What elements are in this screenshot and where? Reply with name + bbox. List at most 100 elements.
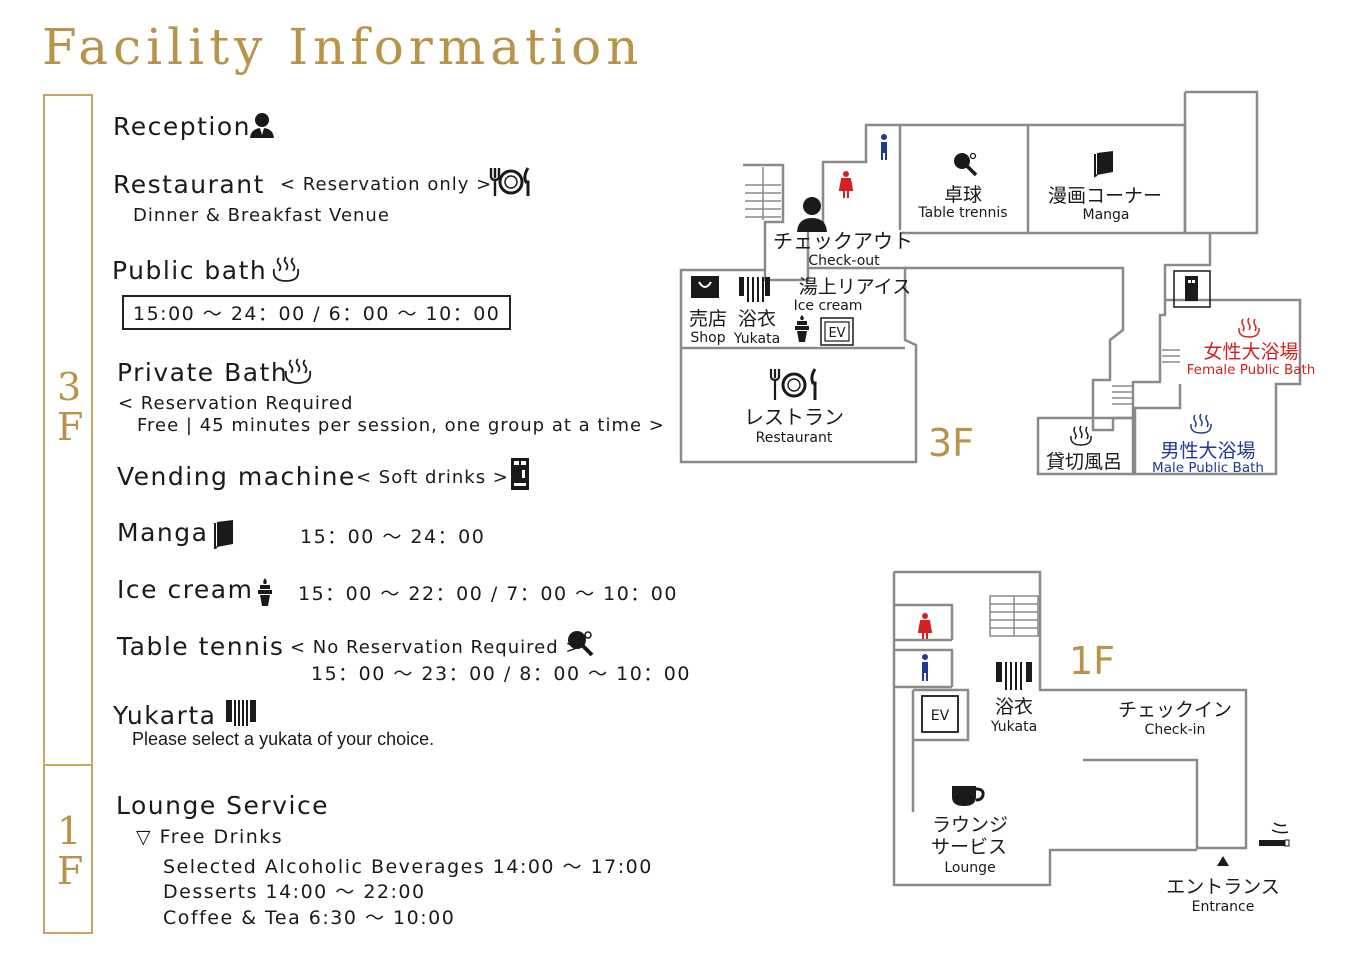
table-tennis-hours: 15：00 ～ 23：00 / 8：00 ～ 10：00 xyxy=(311,663,691,685)
map-1f-walls xyxy=(892,570,1248,887)
manga-hours: 15：00 ～ 24：00 xyxy=(300,526,486,548)
ice-cream-hours: 15：00 ～ 22：00 / 7：00 ～ 10：00 xyxy=(298,583,678,605)
male-bath-jp: 男性大浴場 xyxy=(1160,440,1255,462)
ice-cream-en: Ice cream xyxy=(794,298,863,314)
restaurant-icon xyxy=(489,167,530,196)
map-1f-ev-block xyxy=(911,688,970,812)
shop-en: Shop xyxy=(690,330,725,346)
table-tennis-jp: 卓球 xyxy=(944,184,982,206)
female-bath-jp: 女性大浴場 xyxy=(1203,341,1298,363)
entrance-jp: エントランス xyxy=(1166,876,1280,898)
lounge-line-2: Desserts 14:00 ～ 22:00 xyxy=(163,881,426,903)
map-1f-stairs xyxy=(989,595,1039,637)
ice-cream-jp: 湯上リアイス xyxy=(799,276,911,298)
soft-serve-icon xyxy=(795,315,809,342)
soft-serve-icon xyxy=(258,578,272,606)
table-tennis-en: Table trennis xyxy=(917,205,1007,221)
private-bath-note2: Free | 45 minutes per session, one group… xyxy=(137,415,665,436)
floor-map-1f: EV 浴衣 Yukata 1F チェックイン Check-in ラウンジ サービ… xyxy=(892,570,1290,915)
ice-cream-heading: Ice cream xyxy=(117,575,254,604)
table-tennis-note: < No Reservation Required > xyxy=(290,637,582,658)
vending-machine-icon xyxy=(1173,270,1211,308)
checkin-en: Check-in xyxy=(1145,722,1206,738)
elevator-label: EV xyxy=(828,326,845,341)
floor-3f-bracket xyxy=(43,94,93,766)
entrance-arrow-icon xyxy=(1217,856,1229,866)
ping-pong-icon xyxy=(568,631,594,657)
hot-spring-icon xyxy=(284,358,312,384)
yukata-1f-jp: 浴衣 xyxy=(995,696,1033,718)
vending-note: < Soft drinks > xyxy=(356,467,509,488)
map-1f-restrooms xyxy=(894,603,954,689)
yukata-1f-en: Yukata xyxy=(990,719,1037,735)
table-tennis-heading: Table tennis xyxy=(117,632,285,661)
vending-machine-icon xyxy=(511,458,529,490)
entrance-en: Entrance xyxy=(1192,899,1255,915)
restaurant-note: < Reservation only > xyxy=(280,174,493,195)
hot-spring-icon xyxy=(272,256,300,282)
female-bath-en: Female Public Bath xyxy=(1187,362,1316,378)
vending-heading: Vending machine xyxy=(117,462,356,491)
floor-1f-label: 1F xyxy=(45,809,91,893)
private-bath-heading: Private Bath xyxy=(117,358,289,387)
floor-3f-label: 3F xyxy=(45,365,91,449)
lounge-line-1: Selected Alcoholic Beverages 14:00 ～ 17:… xyxy=(163,856,653,878)
map-3f-table-tennis-room xyxy=(900,123,1030,235)
lounge-jp-1: ラウンジ xyxy=(932,814,1008,836)
checkout-en: Check-out xyxy=(808,253,880,269)
private-bath-note1: < Reservation Required xyxy=(118,393,354,414)
restaurant-heading: Restaurant xyxy=(113,170,265,199)
public-bath-hours: 15:00 ～ 24：00 / 6：00 ～ 10：00 xyxy=(122,295,512,330)
smoking-icon xyxy=(1259,822,1290,847)
book-icon xyxy=(214,520,233,549)
map-3f-tower xyxy=(1183,90,1259,235)
yukata-heading: Yukarta xyxy=(113,701,217,730)
lounge-jp-2: サービス xyxy=(931,836,1007,858)
map-3f-private-bath-room xyxy=(1036,416,1135,476)
restaurant-jp: レストラン xyxy=(744,405,844,429)
map-1f-outer-wall xyxy=(894,570,1248,850)
restaurant-en: Restaurant xyxy=(756,430,833,446)
yukata-en: Yukata xyxy=(733,331,780,347)
yukata-icon xyxy=(996,662,1032,690)
ping-pong-icon xyxy=(954,152,978,177)
female-restroom-icon xyxy=(917,613,933,639)
reception-heading: Reception xyxy=(113,112,252,141)
private-bath-jp: 貸切風呂 xyxy=(1046,451,1122,473)
male-restroom-icon xyxy=(881,134,887,160)
book-icon xyxy=(1094,151,1113,178)
hot-spring-icon xyxy=(1190,413,1212,434)
manga-jp: 漫画コーナー xyxy=(1048,185,1162,207)
coffee-cup-icon xyxy=(952,786,985,806)
shopping-bag-icon xyxy=(691,276,719,298)
floor-map-3f: チェックアウト Check-out 卓球 Table trennis 漫画コーナ… xyxy=(679,90,1316,476)
floor-3f-text: 3F xyxy=(57,365,84,449)
map-3f-bath-corridor xyxy=(905,233,1212,432)
restaurant-sub: Dinner & Breakfast Venue xyxy=(133,205,390,226)
lounge-heading: Lounge Service xyxy=(116,791,330,820)
map-3f-stairs xyxy=(745,167,1180,405)
elevator-icon: EV xyxy=(820,317,854,346)
floor-3f-map-label: 3F xyxy=(928,421,974,465)
male-bath-en: Male Public Bath xyxy=(1152,460,1264,476)
yukata-jp: 浴衣 xyxy=(738,308,776,330)
elevator-label-1f: EV xyxy=(931,708,950,724)
page-title: Facility Information xyxy=(42,18,644,76)
public-bath-heading: Public bath xyxy=(112,256,268,285)
floor-1f-map-label: 1F xyxy=(1069,639,1115,683)
yukata-icon xyxy=(226,700,256,726)
shop-jp: 売店 xyxy=(689,308,727,330)
checkin-jp: チェックイン xyxy=(1118,699,1232,721)
hot-spring-icon xyxy=(1238,317,1260,338)
floor-1f-bracket xyxy=(43,762,93,934)
lounge-en: Lounge xyxy=(944,860,995,876)
map-3f-baths xyxy=(1133,298,1302,476)
female-restroom-icon xyxy=(838,171,854,198)
manga-heading: Manga xyxy=(117,518,209,547)
male-restroom-icon xyxy=(922,654,928,681)
checkout-jp: チェックアウト xyxy=(773,229,913,253)
map-3f-stair-wall xyxy=(743,163,785,270)
map-1f-lower-wall xyxy=(892,572,1197,887)
restaurant-icon xyxy=(769,368,817,400)
floor-1f-text: 1F xyxy=(57,809,84,893)
